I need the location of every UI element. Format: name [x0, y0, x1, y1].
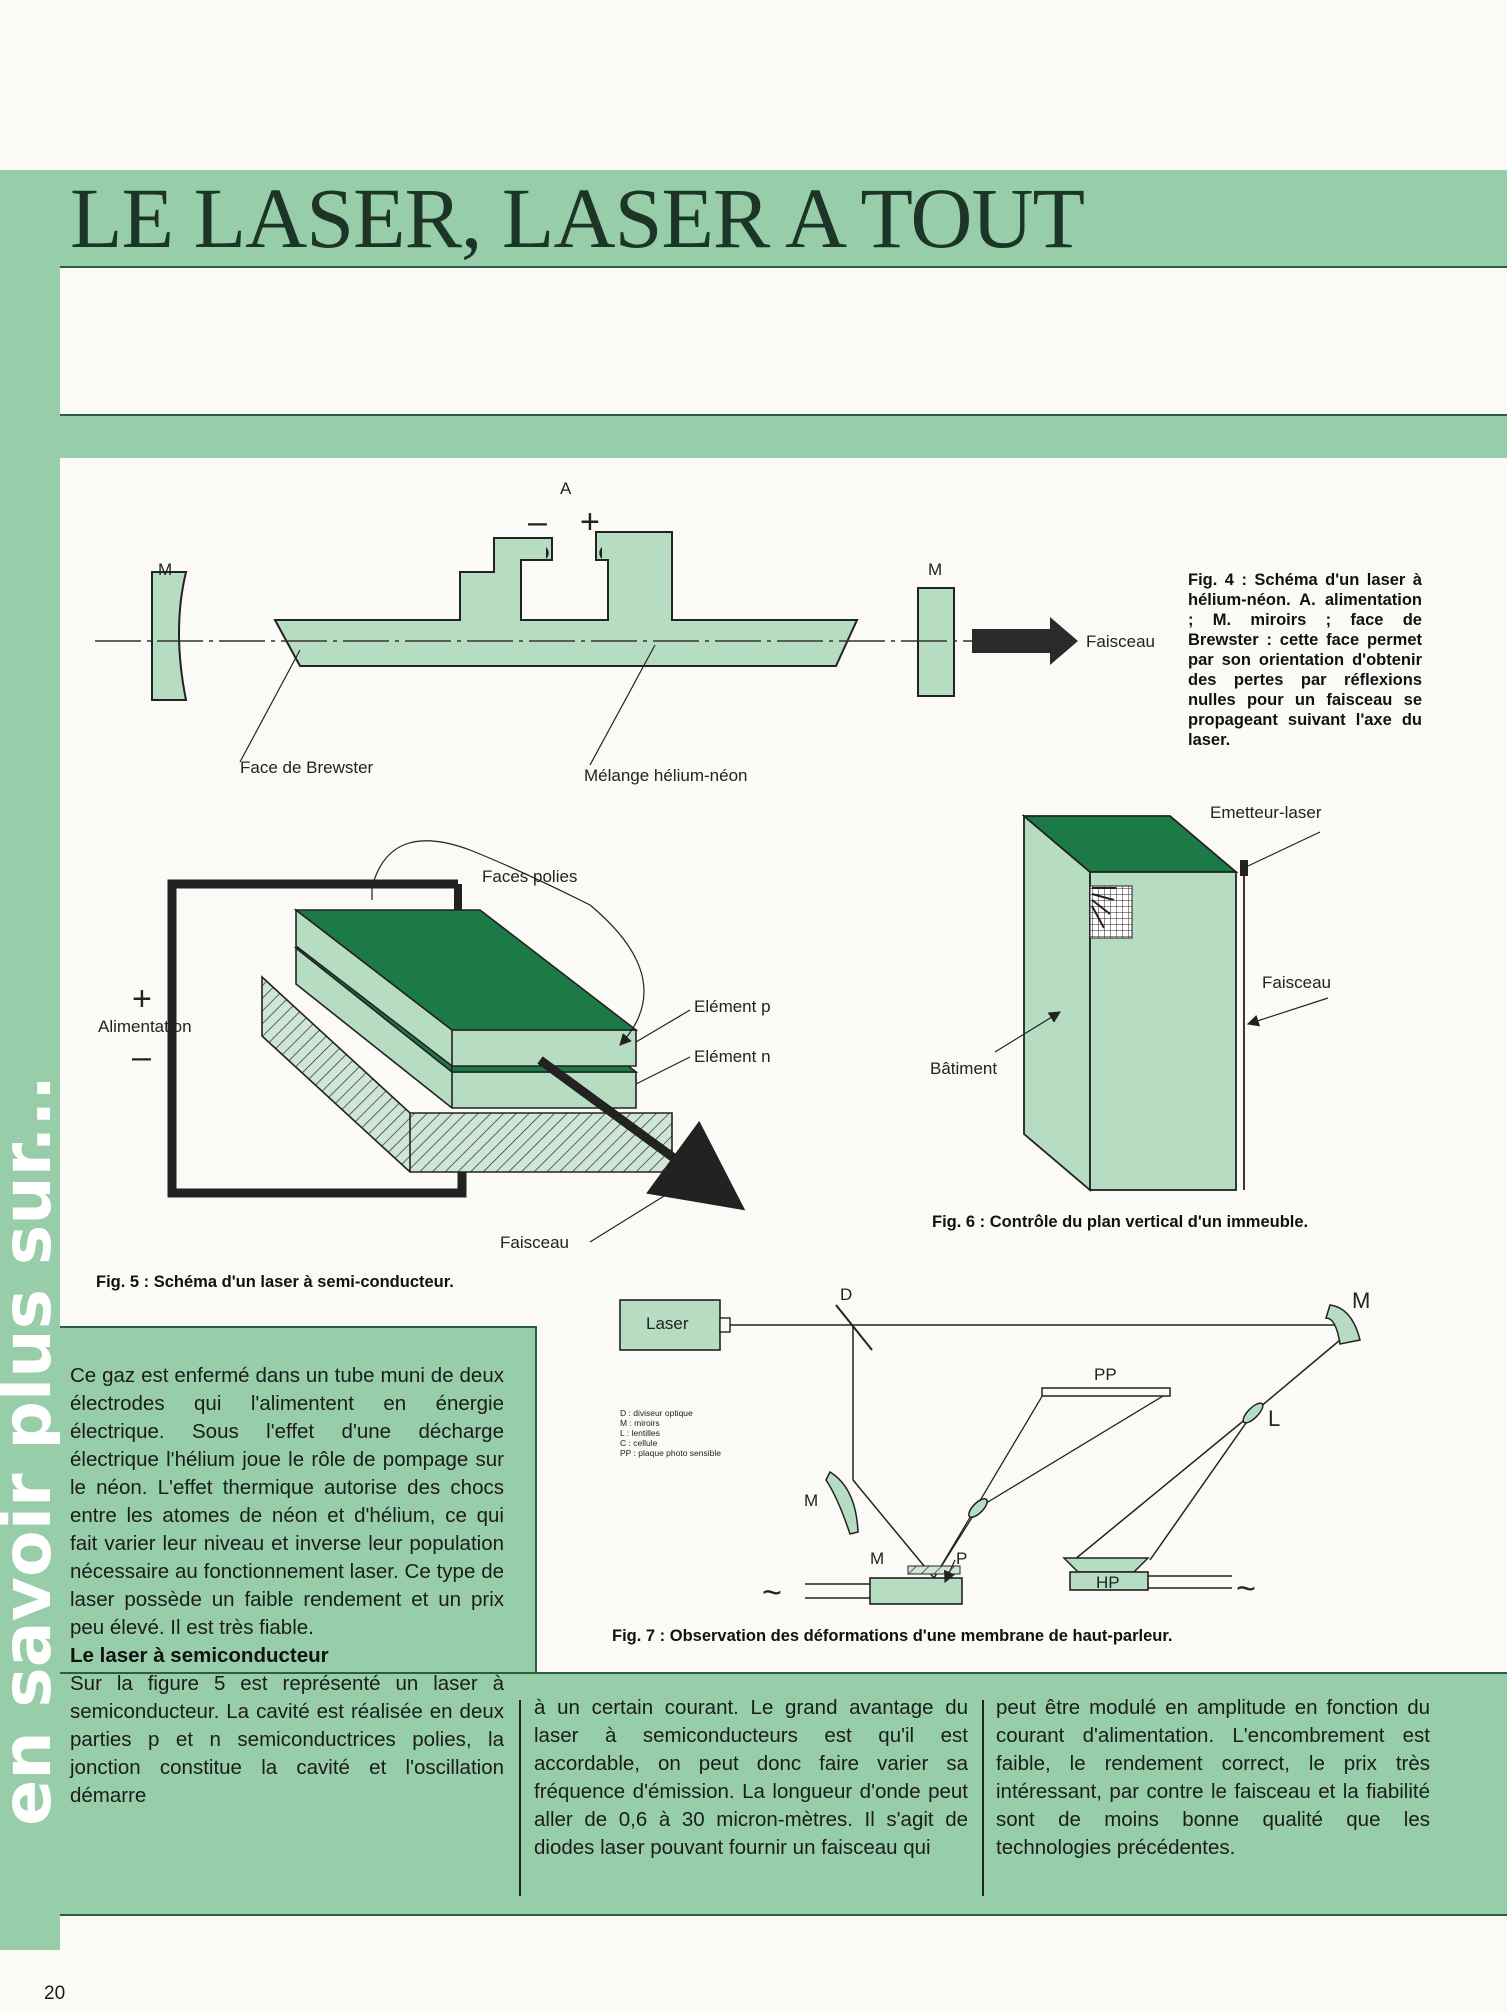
fig7-plate	[1041, 1387, 1171, 1397]
fig7-label-tilde-right: ~	[1236, 1570, 1256, 1608]
fig7-label-d: D	[840, 1285, 852, 1304]
fig4-tube	[273, 531, 859, 667]
fig4-label-a: A	[560, 479, 572, 498]
fig5-diagram	[167, 840, 746, 1243]
fig4-label-plus: +	[580, 503, 600, 541]
fig4-label-mirror-left: M	[158, 560, 172, 579]
fig5-beam	[537, 1056, 746, 1211]
fig4-label-faisceau: Faisceau	[1086, 632, 1155, 651]
fig6-label-batiment: Bâtiment	[930, 1059, 997, 1078]
fig4-label-melange: Mélange hélium-néon	[584, 766, 748, 785]
column-divider	[982, 1700, 984, 1896]
fig6-label-faisceau: Faisceau	[1262, 973, 1331, 992]
fig4-label-mirror-right: M	[928, 560, 942, 579]
column-1-paragraph-1: Ce gaz est enfermé dans un tube muni de …	[70, 1364, 504, 1639]
fig5-label-element-p: Elément p	[694, 997, 771, 1016]
fig6-label-emetteur: Emetteur-laser	[1210, 803, 1322, 822]
column-1-paragraph-2: Sur la figure 5 est représenté un laser …	[70, 1672, 504, 1807]
fig7-label-pp: PP	[1094, 1365, 1117, 1384]
column-divider	[519, 1700, 521, 1896]
fig7-label-hp: HP	[1096, 1573, 1120, 1592]
fig7-legend: D : diviseur optique M : miroirs L : len…	[620, 1408, 721, 1458]
fig7-label-laser: Laser	[646, 1314, 689, 1333]
fig7-label-m-small: M	[870, 1549, 884, 1568]
fig5-label-alimentation: Alimentation	[98, 1017, 192, 1036]
text-column-1: Ce gaz est enfermé dans un tube muni de …	[70, 1362, 504, 1810]
fig5-power-wire	[167, 879, 467, 1198]
figures-canvas: A – + M M Faisceau Face de Brewster Méla…	[95, 479, 1370, 1612]
fig6-caption: Fig. 6 : Contrôle du plan vertical d'un …	[932, 1213, 1309, 1231]
section-heading: Le laser à semiconducteur	[70, 1644, 329, 1667]
fig7-speaker	[1069, 1571, 1149, 1591]
fig4-beam-arrow	[972, 617, 1078, 665]
fig7-legend-item: D : diviseur optique	[620, 1408, 693, 1418]
fig4-mirror-left	[151, 571, 188, 701]
fig6-diagram	[994, 814, 1329, 1192]
fig7-splitter	[835, 1304, 873, 1351]
fig7-label-l: L	[1268, 1406, 1280, 1431]
column-one-band	[60, 1326, 537, 1674]
separator-band	[60, 414, 1507, 458]
fig7-legend-item: L : lentilles	[620, 1428, 660, 1438]
title-band: LE LASER, LASER A TOUT	[60, 170, 1507, 268]
fig7-sample-holder	[869, 1577, 963, 1605]
fig7-legend-item: PP : plaque photo sensible	[620, 1448, 721, 1458]
fig7-legend-item: M : miroirs	[620, 1418, 660, 1428]
fig4-mirror-right	[917, 587, 955, 697]
fig7-label-tilde-left: ~	[762, 1574, 782, 1612]
fig5-element-p	[293, 909, 639, 1031]
fig7-label-p: P	[956, 1549, 967, 1568]
column-3-paragraph: peut être modulé en amplitude en fonctio…	[996, 1696, 1430, 1859]
column-2-paragraph: à un certain courant. Le grand avantage …	[534, 1696, 968, 1859]
fig4-label-face-brewster: Face de Brewster	[240, 758, 374, 777]
text-columns-band	[60, 1672, 1507, 1916]
page-number: 20	[44, 1983, 66, 2004]
fig5-caption: Fig. 5 : Schéma d'un laser à semi-conduc…	[96, 1273, 454, 1291]
fig7-label-m-top: M	[1352, 1288, 1370, 1313]
fig4-diagram	[95, 531, 1078, 766]
fig7-diagram	[619, 1299, 1361, 1605]
fig7-label-m-left: M	[804, 1491, 818, 1510]
fig5-label-faces-polies: Faces polies	[482, 867, 577, 886]
side-banner-band	[0, 170, 60, 1950]
fig7-legend-item: C : cellule	[620, 1438, 658, 1448]
fig5-label-element-n: Elément n	[694, 1047, 771, 1066]
fig5-label-minus: –	[132, 1038, 151, 1076]
page-title: LE LASER, LASER A TOUT	[70, 170, 1085, 266]
fig7-caption: Fig. 7 : Observation des déformations d'…	[612, 1627, 1173, 1645]
fig4-caption: Fig. 4 : Schéma d'un laser à hélium-néon…	[1188, 571, 1422, 749]
text-column-2: à un certain courant. Le grand avantage …	[534, 1694, 968, 1862]
fig4-label-minus: –	[528, 503, 547, 541]
fig5-label-plus: +	[132, 980, 152, 1018]
fig5-label-faisceau: Faisceau	[500, 1233, 569, 1252]
text-column-3: peut être modulé en amplitude en fonctio…	[996, 1694, 1430, 1862]
